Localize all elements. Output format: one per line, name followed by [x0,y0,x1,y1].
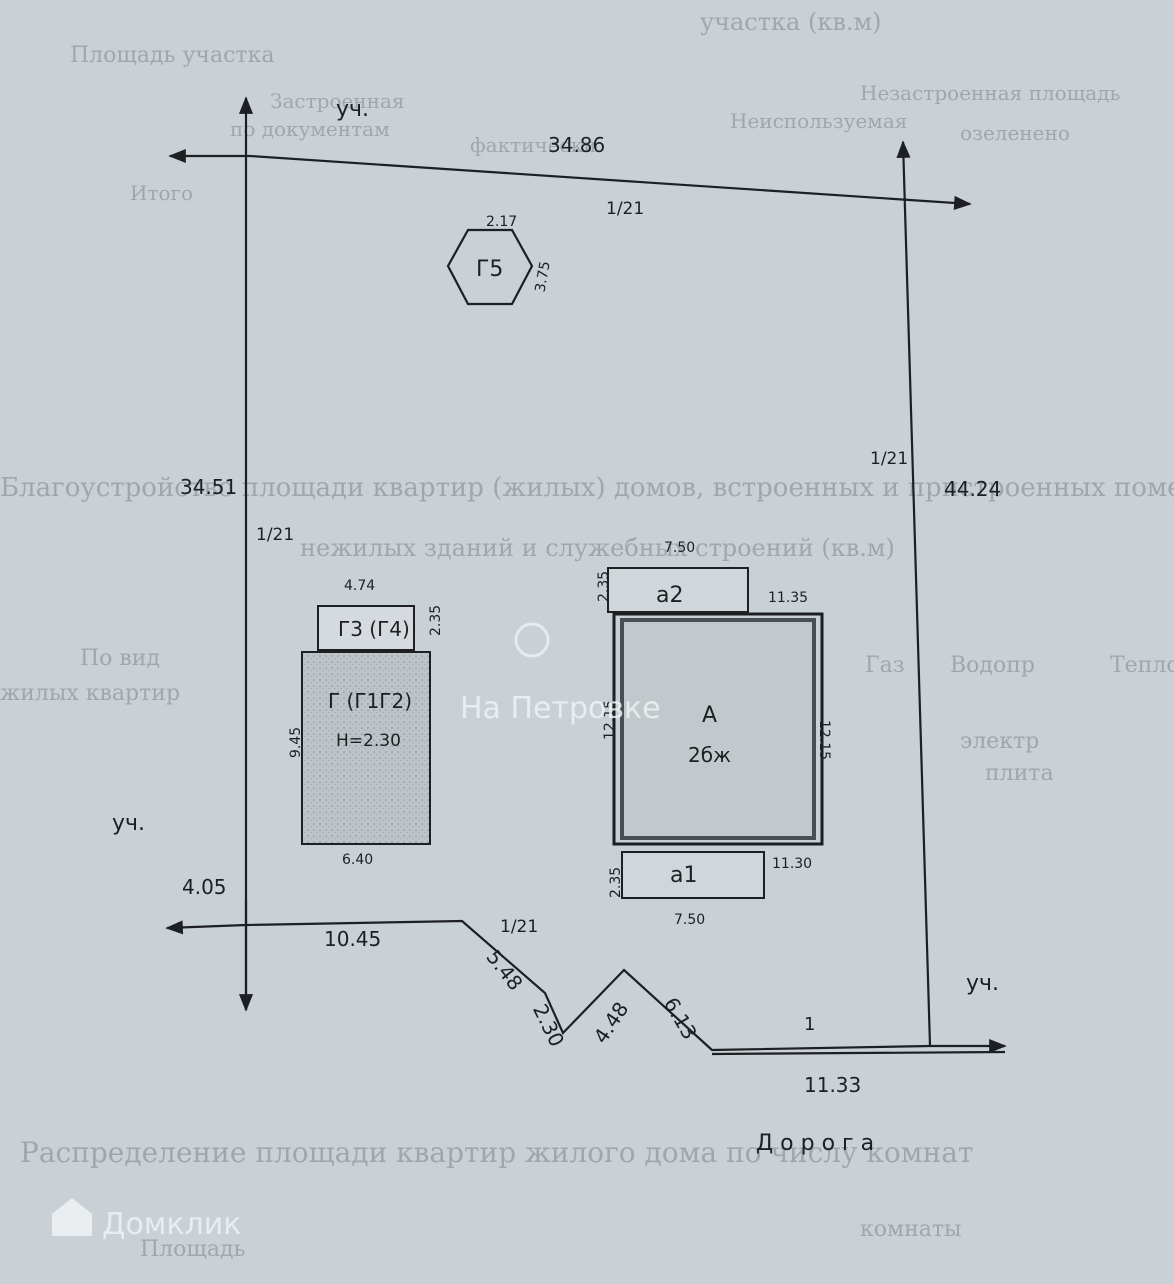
dim-bottom-b: 5.48 [481,945,527,995]
neighbor-label-left: уч. [112,811,145,836]
watermark-center-text: На Петровке [460,691,661,726]
dim-bottom-f: 11.33 [804,1073,861,1097]
plot-boundary [165,96,1007,1056]
bg-text-8: озеленено [960,121,1070,145]
bg-text-20: комнаты [860,1217,962,1242]
road-edge-line [711,1050,1006,1056]
dim-bottom-left-stub: 4.05 [182,875,227,899]
road-label: Д о р о г а [756,1131,874,1156]
house-outer-wall [612,612,824,846]
a2-outline [607,567,749,613]
top-boundary-line [249,154,972,210]
building-a2: a2 7.50 2.35 [596,540,749,613]
bottom-left-stub [165,920,247,935]
bg-text-11: По вид [80,646,160,671]
building-a1: a1 7.50 11.30 2.35 [608,851,812,928]
bottom-boundary-line [245,919,931,1052]
bg-text-9: Благоустройство площади квартир (жилых) … [0,473,1174,503]
a1-top-width: 11.30 [772,856,812,872]
house-inner-wall [620,618,816,840]
house-height-right: 12.15 [816,720,832,760]
g-height-note: Н=2.30 [336,731,401,751]
house-width: 11.35 [768,590,808,606]
g3-height: 2.35 [428,605,444,636]
house-label: А [702,703,717,728]
watermark-center: На Петровке [460,622,661,726]
g5-dim-a: 2.17 [486,214,517,230]
dim-bottom-c: 2.30 [528,1000,569,1051]
mark-1: 1 [804,1014,815,1035]
bg-text-4: фактически [470,133,597,157]
neighbor-label-top: уч. [336,97,369,122]
g5-label: Г5 [476,257,503,282]
mark-u1-bottom: 1/21 [500,917,538,937]
right-boundary-line [896,140,932,1047]
dim-right: 44.24 [944,477,1001,501]
bg-text-12: Газ [865,653,905,678]
dim-top: 34.86 [548,133,605,157]
background-form-text: участка (кв.м) Площадь участка Застроенн… [0,8,1174,1262]
building-g3: Г3 (Г4) 4.74 2.35 [317,578,444,651]
bg-text-18: Распределение площади квартир жилого дом… [20,1136,973,1169]
neighbor-label-right: уч. [966,971,999,996]
watermark-bottom: Домклик [52,1198,241,1242]
bg-text-10: нежилых зданий и служебных строений (кв.… [300,534,895,562]
bg-text-5: Незастроенная площадь [860,81,1121,105]
house-sublabel: 2бж [688,743,731,767]
bg-text-14: Тепло [1110,653,1174,678]
bg-text-3: по документам [230,117,390,141]
a1-width: 7.50 [674,912,705,928]
bg-text-13: Водопр [950,653,1035,678]
a1-outline [621,851,765,899]
bg-text-1: Площадь участка [70,43,274,68]
bg-text-15: электр [960,729,1039,754]
watermark-bottom-text: Домклик [102,1207,241,1242]
watermark-logo-icon [514,622,550,658]
bg-text-17: плита [985,761,1054,786]
g-outline [301,651,431,845]
house-logo-icon [52,1198,92,1236]
bg-text-6: Неиспользуемая [730,109,907,133]
building-g5: Г5 2.17 3.75 [446,214,554,306]
g3-label: Г3 (Г4) [338,617,410,641]
mark-u1-top: 1/21 [606,199,644,219]
bg-text-7: Итого [130,181,193,205]
a1-label: a1 [670,863,697,888]
bg-text-2: Застроенная [270,89,405,113]
bg-text-16: жилых квартир [0,681,180,706]
a2-width: 7.50 [664,540,695,556]
a2-height: 2.35 [596,571,612,602]
house-height-left: 12.15 [602,700,618,740]
g5-dim-b: 3.75 [533,260,554,293]
building-g: Г (Г1Г2) Н=2.30 6.40 9.45 [288,651,431,868]
g5-outline [446,228,534,306]
dim-left: 34.51 [180,475,237,499]
g-width: 6.40 [342,852,373,868]
g3-outline [317,605,415,651]
building-house-a: А 2бж 11.35 12.15 12.15 [602,590,832,846]
mark-u1-left: 1/21 [256,525,294,545]
a1-height: 2.35 [608,867,624,898]
g-label: Г (Г1Г2) [328,689,412,713]
bg-text-0: участка (кв.м) [700,8,882,36]
bg-text-19: Площадь [140,1237,246,1262]
dim-bottom-a: 10.45 [324,927,381,951]
mark-u1-right: 1/21 [870,449,908,469]
a2-label: a2 [656,583,683,608]
g3-width: 4.74 [344,578,375,594]
g-height: 9.45 [288,727,304,758]
dim-bottom-d: 4.48 [589,997,634,1047]
